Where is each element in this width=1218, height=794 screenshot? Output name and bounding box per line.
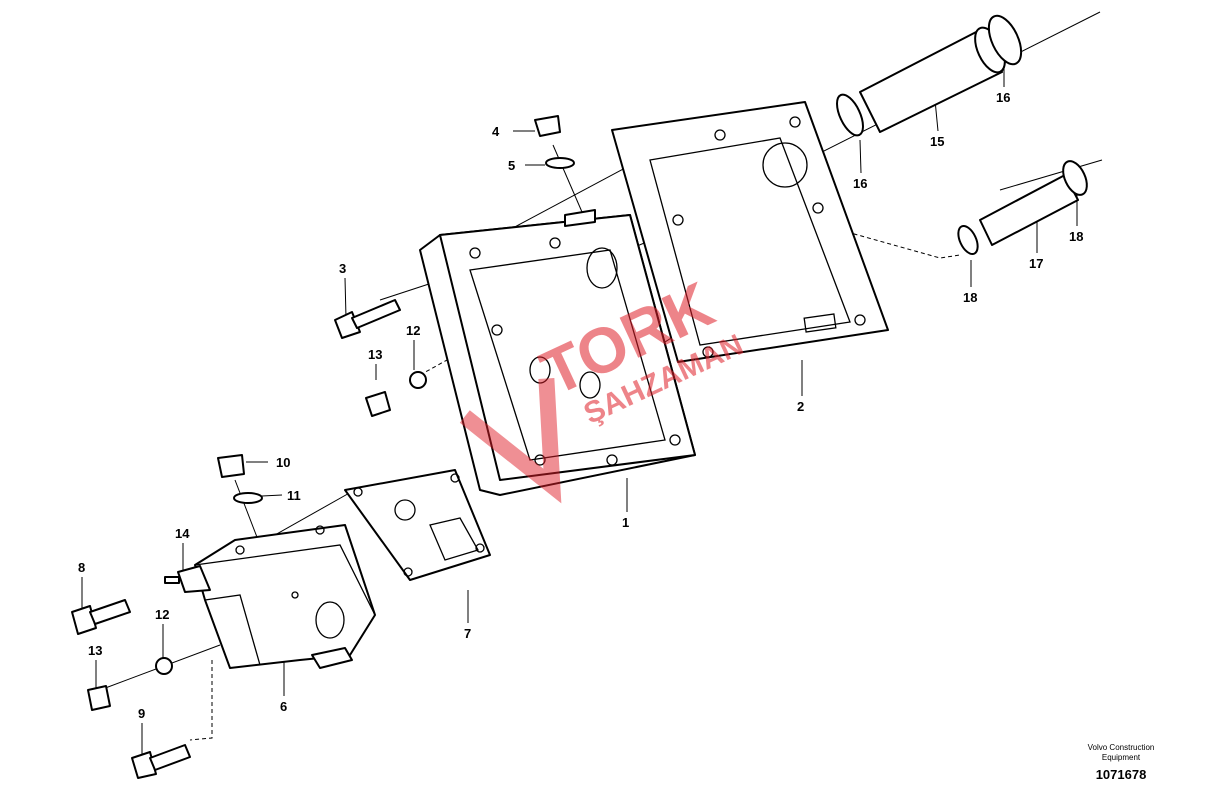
callout-7: 7 <box>464 626 471 641</box>
callout-11: 11 <box>287 488 301 503</box>
callout-18-lower: 18 <box>963 290 977 305</box>
callout-16: 16 <box>996 90 1010 105</box>
callout-13-lower: 13 <box>88 643 102 658</box>
part-9-bolt <box>131 744 191 779</box>
part-17-tube <box>979 174 1079 246</box>
callout-12: 12 <box>406 323 420 338</box>
callout-12-lower: 12 <box>155 607 169 622</box>
part-15-tube <box>859 26 1006 133</box>
part-16-o-ring-lower <box>836 93 864 137</box>
callout-16-lower: 16 <box>853 176 867 191</box>
callout-10: 10 <box>276 455 290 470</box>
callout-6: 6 <box>280 699 287 714</box>
part-12-washer-lower <box>155 657 173 675</box>
callout-15: 15 <box>930 134 944 149</box>
callout-13: 13 <box>368 347 382 362</box>
callout-9: 9 <box>138 706 145 721</box>
part-18-o-ring <box>1062 160 1088 196</box>
part-4-plug <box>534 115 561 137</box>
part-8-bolt <box>71 599 131 635</box>
callout-4: 4 <box>492 124 500 139</box>
part-11-o-ring <box>233 492 263 504</box>
callout-3: 3 <box>339 261 346 276</box>
part-12-washer <box>409 371 427 389</box>
callout-2: 2 <box>797 399 804 414</box>
callout-17: 17 <box>1029 256 1043 271</box>
part-10-plug <box>217 454 245 478</box>
callout-14: 14 <box>175 526 190 541</box>
part-2-gasket <box>611 101 889 363</box>
callout-1: 1 <box>622 515 629 530</box>
callout-5: 5 <box>508 158 515 173</box>
part-5-o-ring <box>545 157 575 169</box>
part-18-o-ring-lower <box>957 224 979 256</box>
callout-18: 18 <box>1069 229 1083 244</box>
callout-8: 8 <box>78 560 85 575</box>
part-7-gasket <box>344 469 491 581</box>
part-13-plug <box>365 391 391 417</box>
part-1-plate <box>419 209 696 496</box>
drawing-number: 1071678 <box>1095 767 1147 782</box>
manufacturer-label: Volvo Construction Equipment <box>1087 743 1155 762</box>
part-13-plug-lower <box>87 685 111 711</box>
drawing-footer: Volvo Construction Equipment 1071678 <box>1076 743 1166 782</box>
callouts: 1 2 3 4 5 6 7 8 9 10 11 12 12 13 13 14 1… <box>78 90 1083 721</box>
part-3-bolt <box>334 299 401 339</box>
part-16-o-ring <box>987 14 1023 66</box>
small-parts <box>71 14 1088 779</box>
part-6-valve-block <box>164 524 376 669</box>
